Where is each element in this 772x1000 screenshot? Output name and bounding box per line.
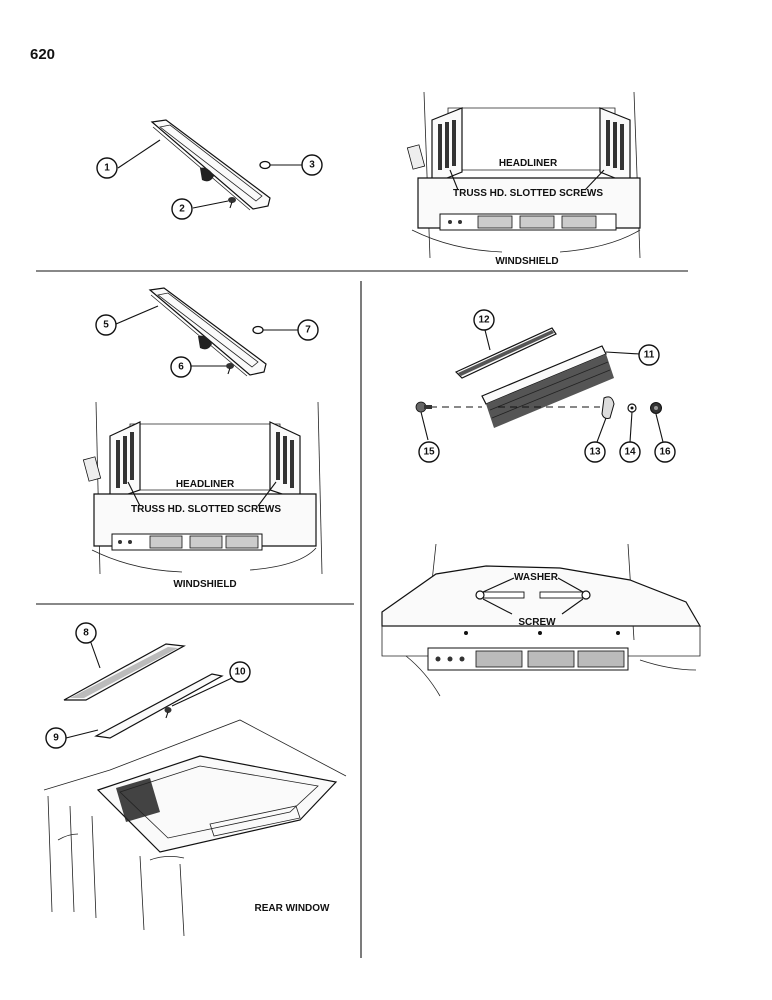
bolt-part-14 xyxy=(415,401,432,413)
panel-part-8 xyxy=(94,673,224,739)
callout-3: 3 xyxy=(301,154,323,176)
screw-part-6 xyxy=(226,363,234,375)
callout-16: 16 xyxy=(654,441,676,463)
rear-window-label: REAR WINDOW xyxy=(255,903,331,914)
callout-12: 12 xyxy=(473,309,495,331)
windshield-label-mid: WINDSHIELD xyxy=(173,579,236,590)
callout-6: 6 xyxy=(170,356,192,378)
svg-text:3: 3 xyxy=(309,160,315,171)
svg-text:10: 10 xyxy=(234,667,246,678)
strip-part-12 xyxy=(454,327,557,379)
callout-10: 10 xyxy=(229,661,251,683)
cab-rear-view xyxy=(43,719,347,937)
washer-part-7 xyxy=(252,325,264,335)
left-vent-grille xyxy=(438,120,456,170)
leader-screws-right-mid xyxy=(257,481,277,507)
control-panel-bottom xyxy=(427,647,629,671)
leader-screws-right-top xyxy=(584,169,605,191)
leader-screws-left-mid xyxy=(127,481,141,507)
screw-label: SCREW xyxy=(518,617,556,628)
leader-11 xyxy=(605,351,641,355)
cab-interior-mid xyxy=(82,401,323,575)
leader-5 xyxy=(115,305,159,325)
leader-washer-right xyxy=(557,577,584,593)
svg-text:12: 12 xyxy=(478,315,490,326)
callout-7: 7 xyxy=(297,319,319,341)
svg-text:7: 7 xyxy=(305,325,311,336)
sun-visor-panel-mid xyxy=(148,287,267,377)
callout-2: 2 xyxy=(171,198,193,220)
headliner-label-top: HEADLINER xyxy=(499,158,558,169)
svg-text:9: 9 xyxy=(53,733,59,744)
svg-text:15: 15 xyxy=(423,447,435,458)
washer-label: WASHER xyxy=(514,572,559,583)
leader-screw-left xyxy=(482,598,513,615)
clip-part-13 xyxy=(601,396,615,419)
screw-part-2 xyxy=(228,197,236,209)
cab-interior-top xyxy=(406,91,641,259)
washer-part-15 xyxy=(627,403,637,413)
callout-11: 11 xyxy=(638,344,660,366)
leader-16 xyxy=(655,413,664,443)
headliner-installed-view xyxy=(381,543,702,697)
control-panel-mid xyxy=(111,533,263,551)
right-vent-grille xyxy=(606,120,624,170)
screws-label-top: TRUSS HD. SLOTTED SCREWS xyxy=(453,188,603,199)
windshield-label-top: WINDSHIELD xyxy=(495,256,558,267)
leader-8 xyxy=(65,729,99,739)
callout-9: 8 xyxy=(75,622,97,644)
svg-text:5: 5 xyxy=(103,320,109,331)
screws-label-mid: TRUSS HD. SLOTTED SCREWS xyxy=(131,504,281,515)
callout-1: 1 xyxy=(96,157,118,179)
shade-part-11 xyxy=(481,345,614,428)
svg-text:2: 2 xyxy=(179,204,185,215)
leader-screw-right xyxy=(561,598,584,615)
control-panel-top xyxy=(439,213,617,231)
leader-13 xyxy=(596,417,607,443)
panel-part-9 xyxy=(63,643,186,701)
screw-part-10 xyxy=(164,707,172,719)
leader-2 xyxy=(192,200,229,209)
callout-5: 5 xyxy=(95,314,117,336)
leader-9 xyxy=(89,639,101,669)
callout-13: 13 xyxy=(584,441,606,463)
right-vent-grille-mid xyxy=(276,432,294,488)
left-vent-grille-mid xyxy=(116,432,134,488)
leader-15 xyxy=(629,411,633,443)
page-number: 620 xyxy=(30,46,56,63)
svg-text:8: 8 xyxy=(83,628,89,639)
callout-15: 14 xyxy=(619,441,641,463)
leader-12 xyxy=(484,329,491,351)
washer-part-3 xyxy=(259,160,271,170)
svg-text:1: 1 xyxy=(104,163,110,174)
leader-1 xyxy=(117,139,161,169)
callout-14: 15 xyxy=(418,441,440,463)
leader-screws-left-top xyxy=(449,169,459,191)
callout-8: 9 xyxy=(45,727,67,749)
svg-text:11: 11 xyxy=(644,350,655,361)
svg-text:6: 6 xyxy=(178,362,184,373)
sun-visor-panel-top xyxy=(150,119,271,211)
leader-washer-left xyxy=(482,577,515,593)
leader-14 xyxy=(420,411,429,441)
leader-10 xyxy=(171,677,233,707)
svg-text:16: 16 xyxy=(659,447,671,458)
svg-text:14: 14 xyxy=(624,447,636,458)
headliner-label-mid: HEADLINER xyxy=(176,479,235,490)
svg-text:13: 13 xyxy=(589,447,601,458)
nut-part-16 xyxy=(650,402,662,414)
